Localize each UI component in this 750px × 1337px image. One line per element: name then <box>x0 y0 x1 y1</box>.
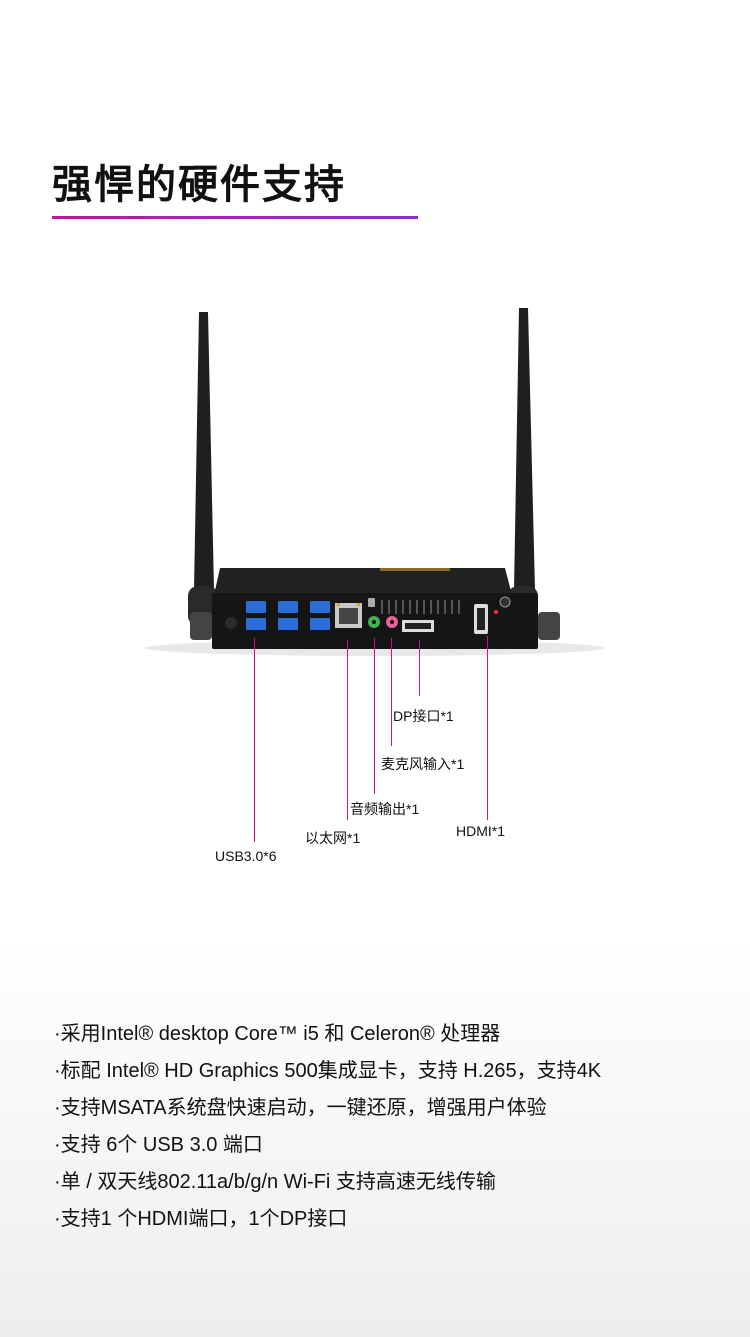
callout-label-ethernet: 以太网*1 <box>305 830 361 846</box>
list-item: ·支持MSATA系统盘快速启动，一键还原，增强用户体验 <box>54 1097 547 1119</box>
title-underline <box>52 216 418 219</box>
usb-ports <box>246 601 330 630</box>
callout-line-dp <box>419 640 420 696</box>
page-title: 强悍的硬件支持 <box>52 163 346 207</box>
callout-label-audio: 音频输出*1 <box>350 801 420 817</box>
callout-line-hdmi <box>487 636 488 820</box>
callout-line-ethernet <box>347 640 348 820</box>
callout-label-mic: 麦克风输入*1 <box>381 756 465 772</box>
list-item: ·标配 Intel® HD Graphics 500集成显卡，支持 H.265，… <box>54 1060 602 1082</box>
list-item: ·采用Intel® desktop Core™ i5 和 Celeron® 处理… <box>54 1023 501 1045</box>
mini-pc-image <box>0 290 750 690</box>
callout-label-hdmi: HDMI*1 <box>456 823 506 839</box>
callout-line-mic <box>391 638 392 746</box>
feature-list: ·采用Intel® desktop Core™ i5 和 Celeron® 处理… <box>54 1016 601 1238</box>
callout-line-usb <box>254 638 255 842</box>
callout-label-usb: USB3.0*6 <box>215 848 277 864</box>
callout-line-audio <box>374 638 375 794</box>
mini-pc-drawing <box>145 308 605 656</box>
list-item: ·支持1 个HDMI端口，1个DP接口 <box>54 1208 348 1230</box>
list-item: ·单 / 双天线802.11a/b/g/n Wi-Fi 支持高速无线传输 <box>54 1171 496 1193</box>
power-icon <box>499 596 511 608</box>
antenna-left <box>194 312 214 590</box>
callout-label-dp: DP接口*1 <box>393 708 454 724</box>
list-item: ·支持 6个 USB 3.0 端口 <box>54 1134 263 1156</box>
antenna-right <box>514 308 535 590</box>
